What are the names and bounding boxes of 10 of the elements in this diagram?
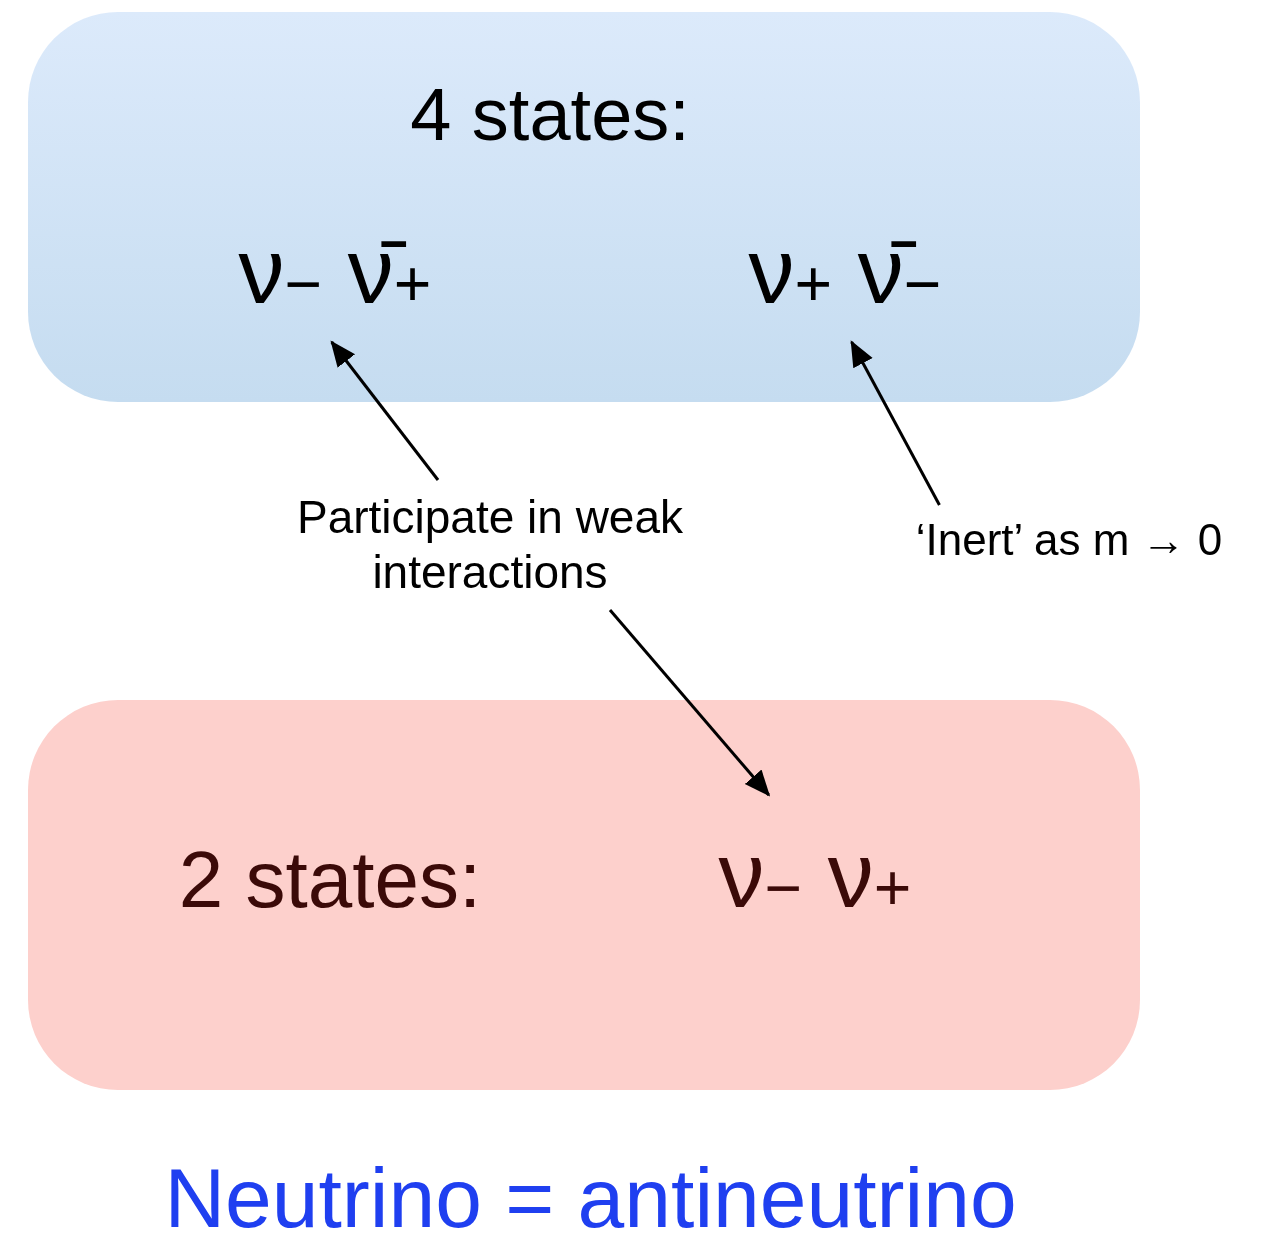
arrow	[850, 340, 941, 506]
group-panel	[28, 700, 1140, 1090]
caption: Neutrino = antineutrino	[163, 1150, 1018, 1245]
group-panel	[28, 12, 1140, 402]
annotation-text: Participate in weak interactions	[295, 489, 685, 600]
annotation-text: ‘Inert’ as m → 0	[915, 513, 1223, 566]
arrow	[608, 609, 771, 797]
panel-heading: 4 states:	[410, 71, 690, 158]
arrow	[330, 340, 440, 481]
panel-heading: 2 states:	[178, 834, 482, 926]
